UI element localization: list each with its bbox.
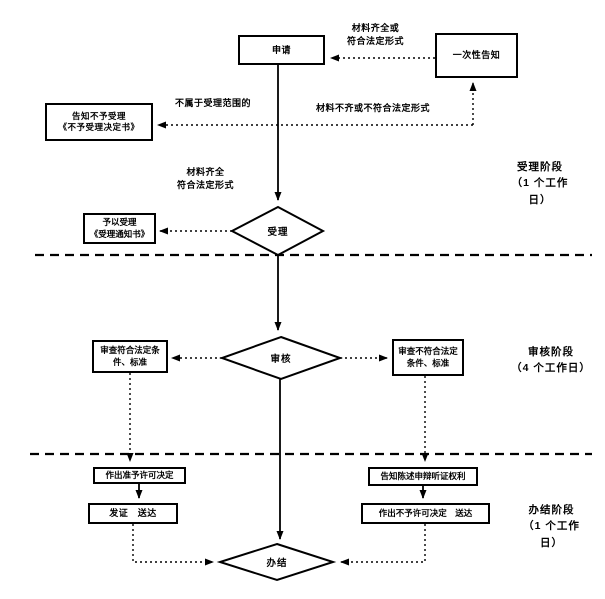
accept-diamond-label: 受理 <box>267 227 289 238</box>
review-fail-box: 审查不符合法定 条件、标准 <box>392 339 464 376</box>
grant-decision-box: 作出准予许可决定 <box>93 467 186 484</box>
label-not-in-scope: 不属于受理范围的 <box>174 98 251 108</box>
label-materials-incomplete: 材料不齐或不符合法定形式 <box>315 103 430 113</box>
apply-box: 申请 <box>238 35 325 65</box>
review-pass-box: 审查符合法定条 件、标准 <box>92 340 168 373</box>
label-materials-complete-top: 材料齐全或 符合法定形式 <box>346 23 404 46</box>
issue-deliver-box: 发证 送达 <box>88 503 178 524</box>
review-diamond-shape <box>219 335 343 381</box>
stage-review-label: 审核阶段 （4 个工作日） <box>511 346 591 375</box>
accept-diamond-shape <box>229 205 326 257</box>
finish-diamond-label: 办结 <box>266 558 288 569</box>
stage-finish-label: 办结阶段 （1 个工作 日） <box>523 504 580 549</box>
finish-diamond-shape <box>216 542 337 582</box>
reject-notice-box: 告知不予受理 《不予受理决定书》 <box>45 103 153 141</box>
review-diamond-label: 审核 <box>270 354 292 365</box>
stage-accept-label: 受理阶段 （1 个工作 日） <box>511 161 569 206</box>
edge-deny-to-finish <box>340 524 426 566</box>
edge-issue-to-finish <box>132 524 214 566</box>
deny-decision-box: 作出不予许可决定 送达 <box>361 503 490 524</box>
notify-rights-box: 告知陈述申辩听证权利 <box>368 467 478 486</box>
one-time-notice-box: 一次性告知 <box>435 33 518 78</box>
label-materials-complete-mid: 材料齐全 符合法定形式 <box>176 167 234 190</box>
accept-notice-box: 予以受理 《受理通知书》 <box>83 213 156 244</box>
